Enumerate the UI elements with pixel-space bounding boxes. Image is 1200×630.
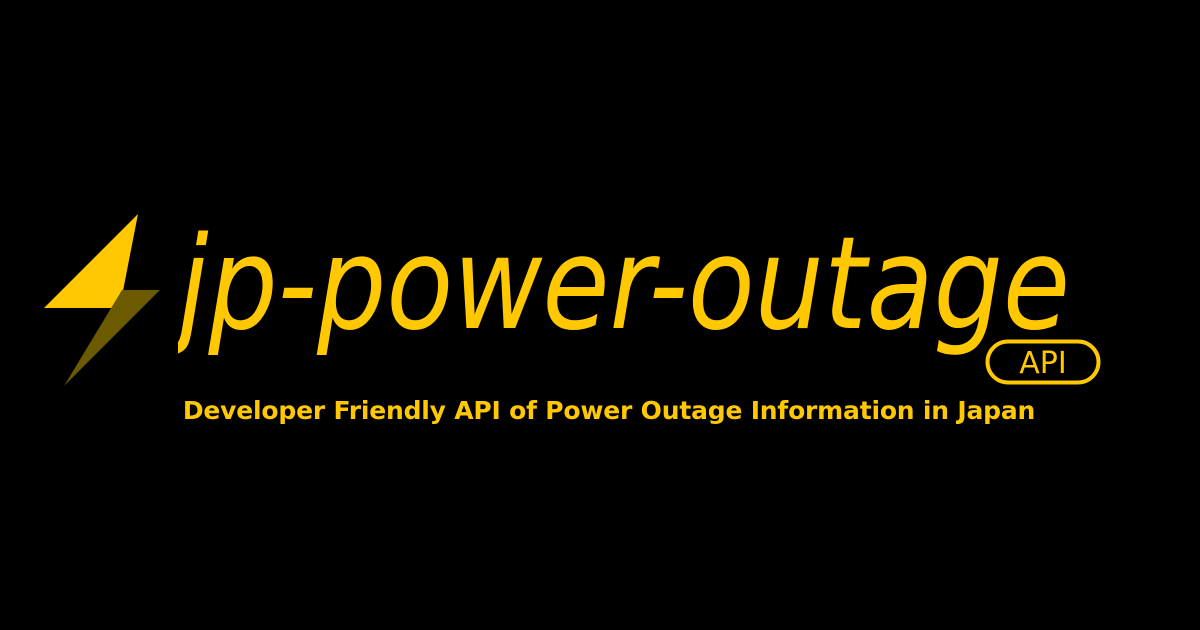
api-badge: API — [985, 339, 1101, 385]
bolt-lower-half — [64, 290, 160, 386]
api-badge-label: API — [1019, 346, 1066, 381]
api-badge-outline — [985, 339, 1101, 385]
logo-wordmark: jp-power-outage — [178, 210, 1070, 359]
tagline: Developer Friendly API of Power Outage I… — [182, 396, 1036, 425]
logo-title: jp-power-outage — [178, 210, 1070, 359]
bolt-upper-half — [44, 214, 138, 308]
lightning-bolt-icon — [44, 214, 160, 386]
